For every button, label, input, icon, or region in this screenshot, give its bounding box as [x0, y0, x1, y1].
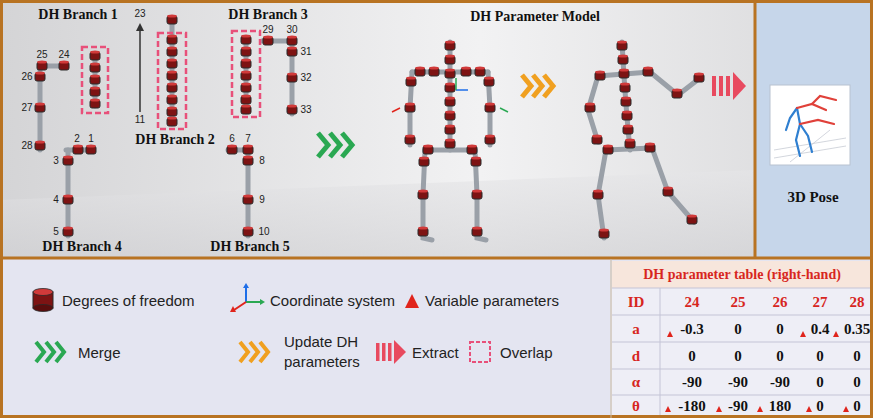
joint-number: 10: [258, 227, 269, 237]
joint-number: 26: [21, 72, 32, 82]
table-cell: 0: [776, 348, 784, 365]
table-cell: 0: [816, 348, 824, 365]
joint-number: 11: [135, 115, 145, 125]
joint-number: 5: [53, 227, 59, 237]
table-cell: ID: [628, 294, 645, 311]
table-cell: a: [632, 321, 640, 338]
legend-text: Merge: [78, 344, 121, 361]
table-cell: 180: [769, 398, 792, 415]
joint-number: 6: [229, 134, 235, 144]
joint-number: 2: [74, 134, 80, 144]
branch-label: DH Branch 3: [228, 7, 307, 23]
table-cell: d: [632, 348, 640, 365]
table-cell: 27: [813, 294, 828, 311]
table-cell: α: [632, 374, 640, 391]
legend-text: Extract: [412, 344, 459, 361]
joint-number: 24: [58, 50, 69, 60]
joint-number: 30: [286, 25, 297, 35]
table-cell: θ: [632, 398, 640, 415]
joint-number: 1: [88, 134, 94, 144]
panel-title: 3D Pose: [787, 189, 838, 206]
table-cell: 0: [816, 398, 824, 415]
joint-number: 23: [134, 9, 145, 19]
joint-number: 28: [21, 141, 32, 151]
table-cell: 0: [816, 374, 824, 391]
table-cell: 0.4: [811, 321, 830, 338]
table-cell: -90: [728, 398, 748, 415]
table-cell: 0: [734, 321, 742, 338]
legend-text: Update DH parameters: [284, 332, 374, 372]
table-cell: 28: [850, 294, 865, 311]
table-cell: -90: [770, 374, 790, 391]
legend-text: Degrees of freedom: [62, 292, 195, 309]
branch-label: DH Parameter Model: [470, 9, 600, 25]
joint-number: 31: [300, 47, 311, 57]
branch-label: DH Branch 5: [210, 239, 289, 255]
joint-number: 25: [36, 50, 47, 60]
joint-number: 4: [53, 195, 59, 205]
table-cell: 0: [688, 348, 696, 365]
table-cell: 0: [853, 348, 861, 365]
joint-number: 7: [245, 134, 251, 144]
table-cell: -90: [728, 374, 748, 391]
joint-number: 27: [21, 103, 32, 113]
table-cell: -180: [678, 398, 706, 415]
table-cell: 0.35: [844, 321, 870, 338]
joint-number: 3: [53, 156, 59, 166]
branch-label: DH Branch 1: [38, 7, 117, 23]
table-title: DH parameter table (right-hand): [643, 267, 841, 283]
joint-number: 33: [300, 105, 311, 115]
joint-number: 32: [300, 73, 311, 83]
table-cell: 0: [853, 374, 861, 391]
result-panel: 3D Pose: [757, 3, 870, 256]
table-cell: 25: [731, 294, 746, 311]
table-cell: 0: [734, 348, 742, 365]
table-cell: 0: [776, 321, 784, 338]
branch-label: DH Branch 2: [135, 132, 214, 148]
table-cell: 26: [773, 294, 788, 311]
joint-number: 9: [259, 195, 265, 205]
legend-text: Variable parameters: [425, 292, 559, 309]
table-cell: 24: [685, 294, 700, 311]
table-cell: -0.3: [680, 321, 704, 338]
legend-text: Coordinate system: [270, 292, 395, 309]
table-cell: -90: [682, 374, 702, 391]
table-cell: 0: [853, 398, 861, 415]
joint-number: 29: [262, 25, 273, 35]
legend-text: Overlap: [500, 344, 553, 361]
joint-number: 8: [259, 156, 265, 166]
branch-label: DH Branch 4: [42, 239, 121, 255]
